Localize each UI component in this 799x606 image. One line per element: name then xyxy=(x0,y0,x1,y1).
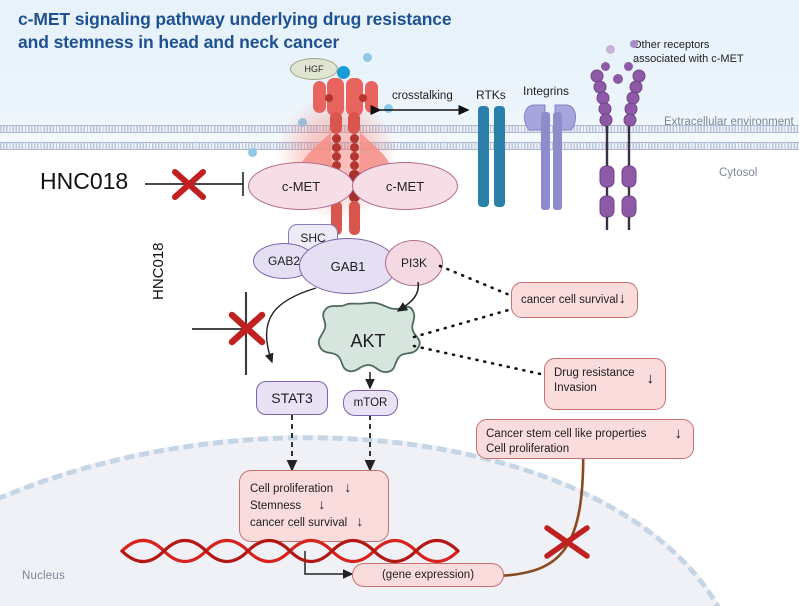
cmet-ctail xyxy=(349,201,360,235)
akt-label: AKT xyxy=(350,330,386,351)
extracellular-label: Extracellular environment xyxy=(664,116,794,128)
cmet-ectodomain-blade xyxy=(313,81,326,113)
cmet-stalk xyxy=(348,112,360,134)
crosstalking-label: crosstalking xyxy=(392,90,453,102)
outcome-line: cancer cell survival xyxy=(521,294,619,306)
outcome-line: Invasion xyxy=(554,382,597,394)
page-title: c-MET signaling pathway underlying drug … xyxy=(18,9,452,52)
ligand-dot-icon xyxy=(248,148,257,157)
outcome-line: Drug resistance xyxy=(554,367,635,379)
hnc018-top-label: HNC018 xyxy=(40,168,129,194)
cmet-tm-bead xyxy=(332,161,341,170)
down-arrow-icon: ↓ xyxy=(674,425,683,442)
down-arrow-icon: ↓ xyxy=(318,496,326,512)
receptor-dot-icon xyxy=(601,62,610,71)
cmet-label-left: c-MET xyxy=(248,162,354,210)
rtk-monomer xyxy=(494,106,505,207)
nucleus-line-2: Stemness xyxy=(250,500,302,512)
cmet-tm-bead xyxy=(350,143,359,152)
stat3-node: STAT3 xyxy=(256,381,328,415)
receptor-dot-icon xyxy=(624,62,633,71)
cmet-ctail xyxy=(331,201,342,235)
other-receptors-label: Other receptors associated with c-MET xyxy=(633,39,744,65)
cmet-tm-bead xyxy=(350,152,359,161)
cmet-linker-dot xyxy=(359,94,367,102)
ligand-dot-icon xyxy=(337,66,350,79)
cmet-linker-dot xyxy=(325,94,333,102)
rtk-monomer xyxy=(478,106,489,207)
nucleus-line-1: Cell proliferation xyxy=(250,483,334,495)
mtor-node: mTOR xyxy=(343,390,398,416)
cmet-stalk xyxy=(330,112,342,134)
gab1-node: GAB1 xyxy=(299,238,397,294)
cmet-tm-bead xyxy=(332,134,341,143)
cmet-label-right: c-MET xyxy=(352,162,458,210)
outcome-box-cancer-cell-survival: cancer cell survival ↓ xyxy=(511,282,638,318)
ligand-dot-icon xyxy=(363,53,372,62)
plasma-membrane xyxy=(0,124,799,150)
hgf-ligand: HGF xyxy=(290,58,338,80)
cmet-ectodomain-blade xyxy=(346,78,363,116)
membrane-outer-leaflet xyxy=(0,125,799,133)
down-arrow-icon: ↓ xyxy=(356,513,364,529)
cmet-tm-bead xyxy=(332,152,341,161)
nucleus-label: Nucleus xyxy=(22,570,65,582)
down-arrow-icon: ↓ xyxy=(646,370,655,387)
nucleus-line-3: cancer cell survival xyxy=(250,517,348,529)
down-arrow-icon: ↓ xyxy=(618,290,627,307)
cytosol-label: Cytosol xyxy=(719,167,758,179)
membrane-inner-leaflet xyxy=(0,142,799,150)
integrin-alpha-stem xyxy=(541,112,550,210)
gene-expression-box: (gene expression) xyxy=(352,563,504,587)
cmet-tm-bead xyxy=(350,161,359,170)
receptor-dot-icon xyxy=(606,45,615,54)
integrin-beta-stem xyxy=(553,112,562,210)
hnc018-mid-label: HNC018 xyxy=(150,242,167,300)
rtks-label: RTKs xyxy=(476,88,506,102)
nucleus-outcome-box: Cell proliferation ↓ Stemness ↓ cancer c… xyxy=(239,470,389,542)
outcome-line: Cancer stem cell like properties xyxy=(486,428,647,440)
cmet-tm-bead xyxy=(332,143,341,152)
receptor-dot-icon xyxy=(613,74,623,84)
outcome-box-drug-resistance: Drug resistance Invasion ↓ xyxy=(544,358,666,410)
cmet-tm-bead xyxy=(350,134,359,143)
receptor-dot-icon xyxy=(630,40,638,48)
outcome-line: Cell proliferation xyxy=(486,443,570,455)
outcome-box-cancer-stem-cell: Cancer stem cell like properties Cell pr… xyxy=(476,419,694,459)
integrins-label: Integrins xyxy=(523,84,570,98)
extracellular-region xyxy=(0,0,799,124)
cmet-ectodomain-blade xyxy=(327,78,344,116)
down-arrow-icon: ↓ xyxy=(344,479,352,495)
pi3k-node: PI3K xyxy=(385,240,443,286)
